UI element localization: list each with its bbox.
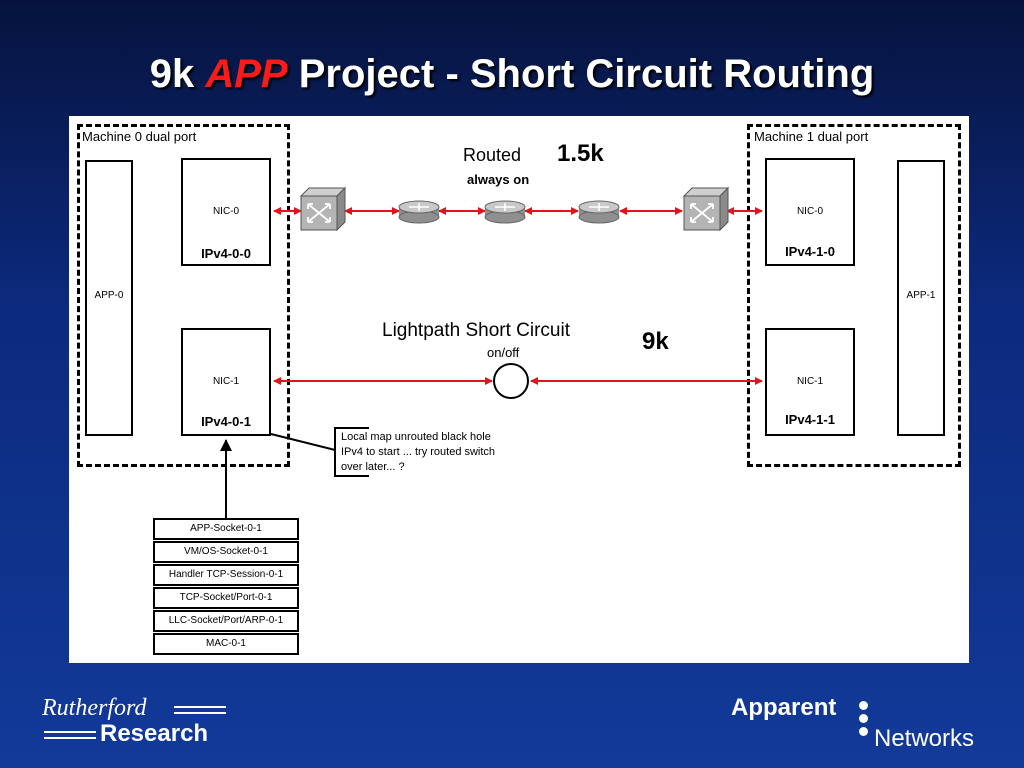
ipv4-1-0-label: IPv4-1-0 — [785, 244, 835, 259]
lightpath-rate: 9k — [642, 328, 669, 355]
app-0-label: APP-0 — [94, 290, 124, 301]
router-3-icon — [578, 200, 620, 224]
machine-1-boundary — [747, 124, 961, 467]
machine-0-nic-0: NIC-0 — [181, 158, 271, 266]
nic-1-1-label: NIC-1 — [796, 376, 824, 387]
router-1-icon — [398, 200, 440, 224]
router-2-icon — [484, 200, 526, 224]
lightpath-switch-circle — [493, 363, 529, 399]
title-prefix: 9k — [149, 52, 195, 96]
ipv4-0-1-label: IPv4-0-1 — [201, 414, 251, 429]
rutherford-text: Rutherford — [42, 695, 147, 721]
note-line-2: IPv4 to start ... try routed switch — [341, 446, 496, 458]
nic-0-0-label: NIC-0 — [212, 206, 240, 217]
machine-1-nic-0: NIC-0 — [765, 158, 855, 266]
machine-1-nic-1: NIC-1 — [765, 328, 855, 436]
stack-mac: MAC-0-1 — [153, 633, 299, 655]
note-line-1: Local map unrouted black hole — [341, 431, 491, 443]
note-text: Local map unrouted black hole IPv4 to st… — [341, 430, 495, 475]
logo-rule-bottom — [44, 731, 96, 733]
title-accent: APP — [205, 52, 288, 96]
logo-rule-top — [174, 706, 226, 708]
networks-text: Networks — [874, 725, 975, 752]
note-line-3: over later... ? — [341, 461, 405, 473]
apparent-dots — [859, 701, 868, 736]
nic-1-0-label: NIC-0 — [796, 206, 824, 217]
logo-rule-bottom-2 — [44, 737, 96, 739]
slide-title: 9k APP Project - Short Circuit Routing — [0, 52, 1024, 97]
apparent-text: Apparent — [731, 694, 837, 721]
machine-0-boundary — [77, 124, 290, 467]
machine-1-label: Machine 1 dual port — [754, 129, 869, 144]
nic-0-1-label: NIC-1 — [212, 376, 240, 387]
routed-sublabel: always on — [467, 172, 530, 187]
lightpath-sublabel: on/off — [487, 345, 520, 360]
switch-left-icon — [299, 186, 347, 232]
ipv4-0-0-label: IPv4-0-0 — [201, 246, 251, 261]
diagram-panel: Machine 0 dual port APP-0 NIC-0 IPv4-0-0… — [69, 116, 969, 663]
rutherford-logo: Rutherford — [42, 695, 146, 722]
machine-0-label: Machine 0 dual port — [82, 129, 197, 144]
stack-tcp-socket-port: TCP-Socket/Port-0-1 — [153, 587, 299, 609]
machine-0-nic-1: NIC-1 — [181, 328, 271, 436]
stack-handler-tcp-session: Handler TCP-Session-0-1 — [153, 564, 299, 586]
title-rest: Project - Short Circuit Routing — [298, 52, 875, 96]
lightpath-label: Lightpath Short Circuit — [382, 320, 570, 341]
logo-rule-top-2 — [174, 712, 226, 714]
routed-label: Routed — [463, 145, 522, 165]
stack-llc-socket-arp: LLC-Socket/Port/ARP-0-1 — [153, 610, 299, 632]
ipv4-1-1-label: IPv4-1-1 — [785, 412, 835, 427]
stack-app-socket: APP-Socket-0-1 — [153, 518, 299, 540]
app-1-label: APP-1 — [906, 290, 936, 301]
research-text: Research — [100, 720, 209, 747]
routed-rate: 1.5k — [557, 140, 604, 167]
app-1-box: APP-1 — [897, 160, 945, 436]
app-0-box: APP-0 — [85, 160, 133, 436]
stack-vm-os-socket: VM/OS-Socket-0-1 — [153, 541, 299, 563]
switch-right-icon — [682, 186, 730, 232]
